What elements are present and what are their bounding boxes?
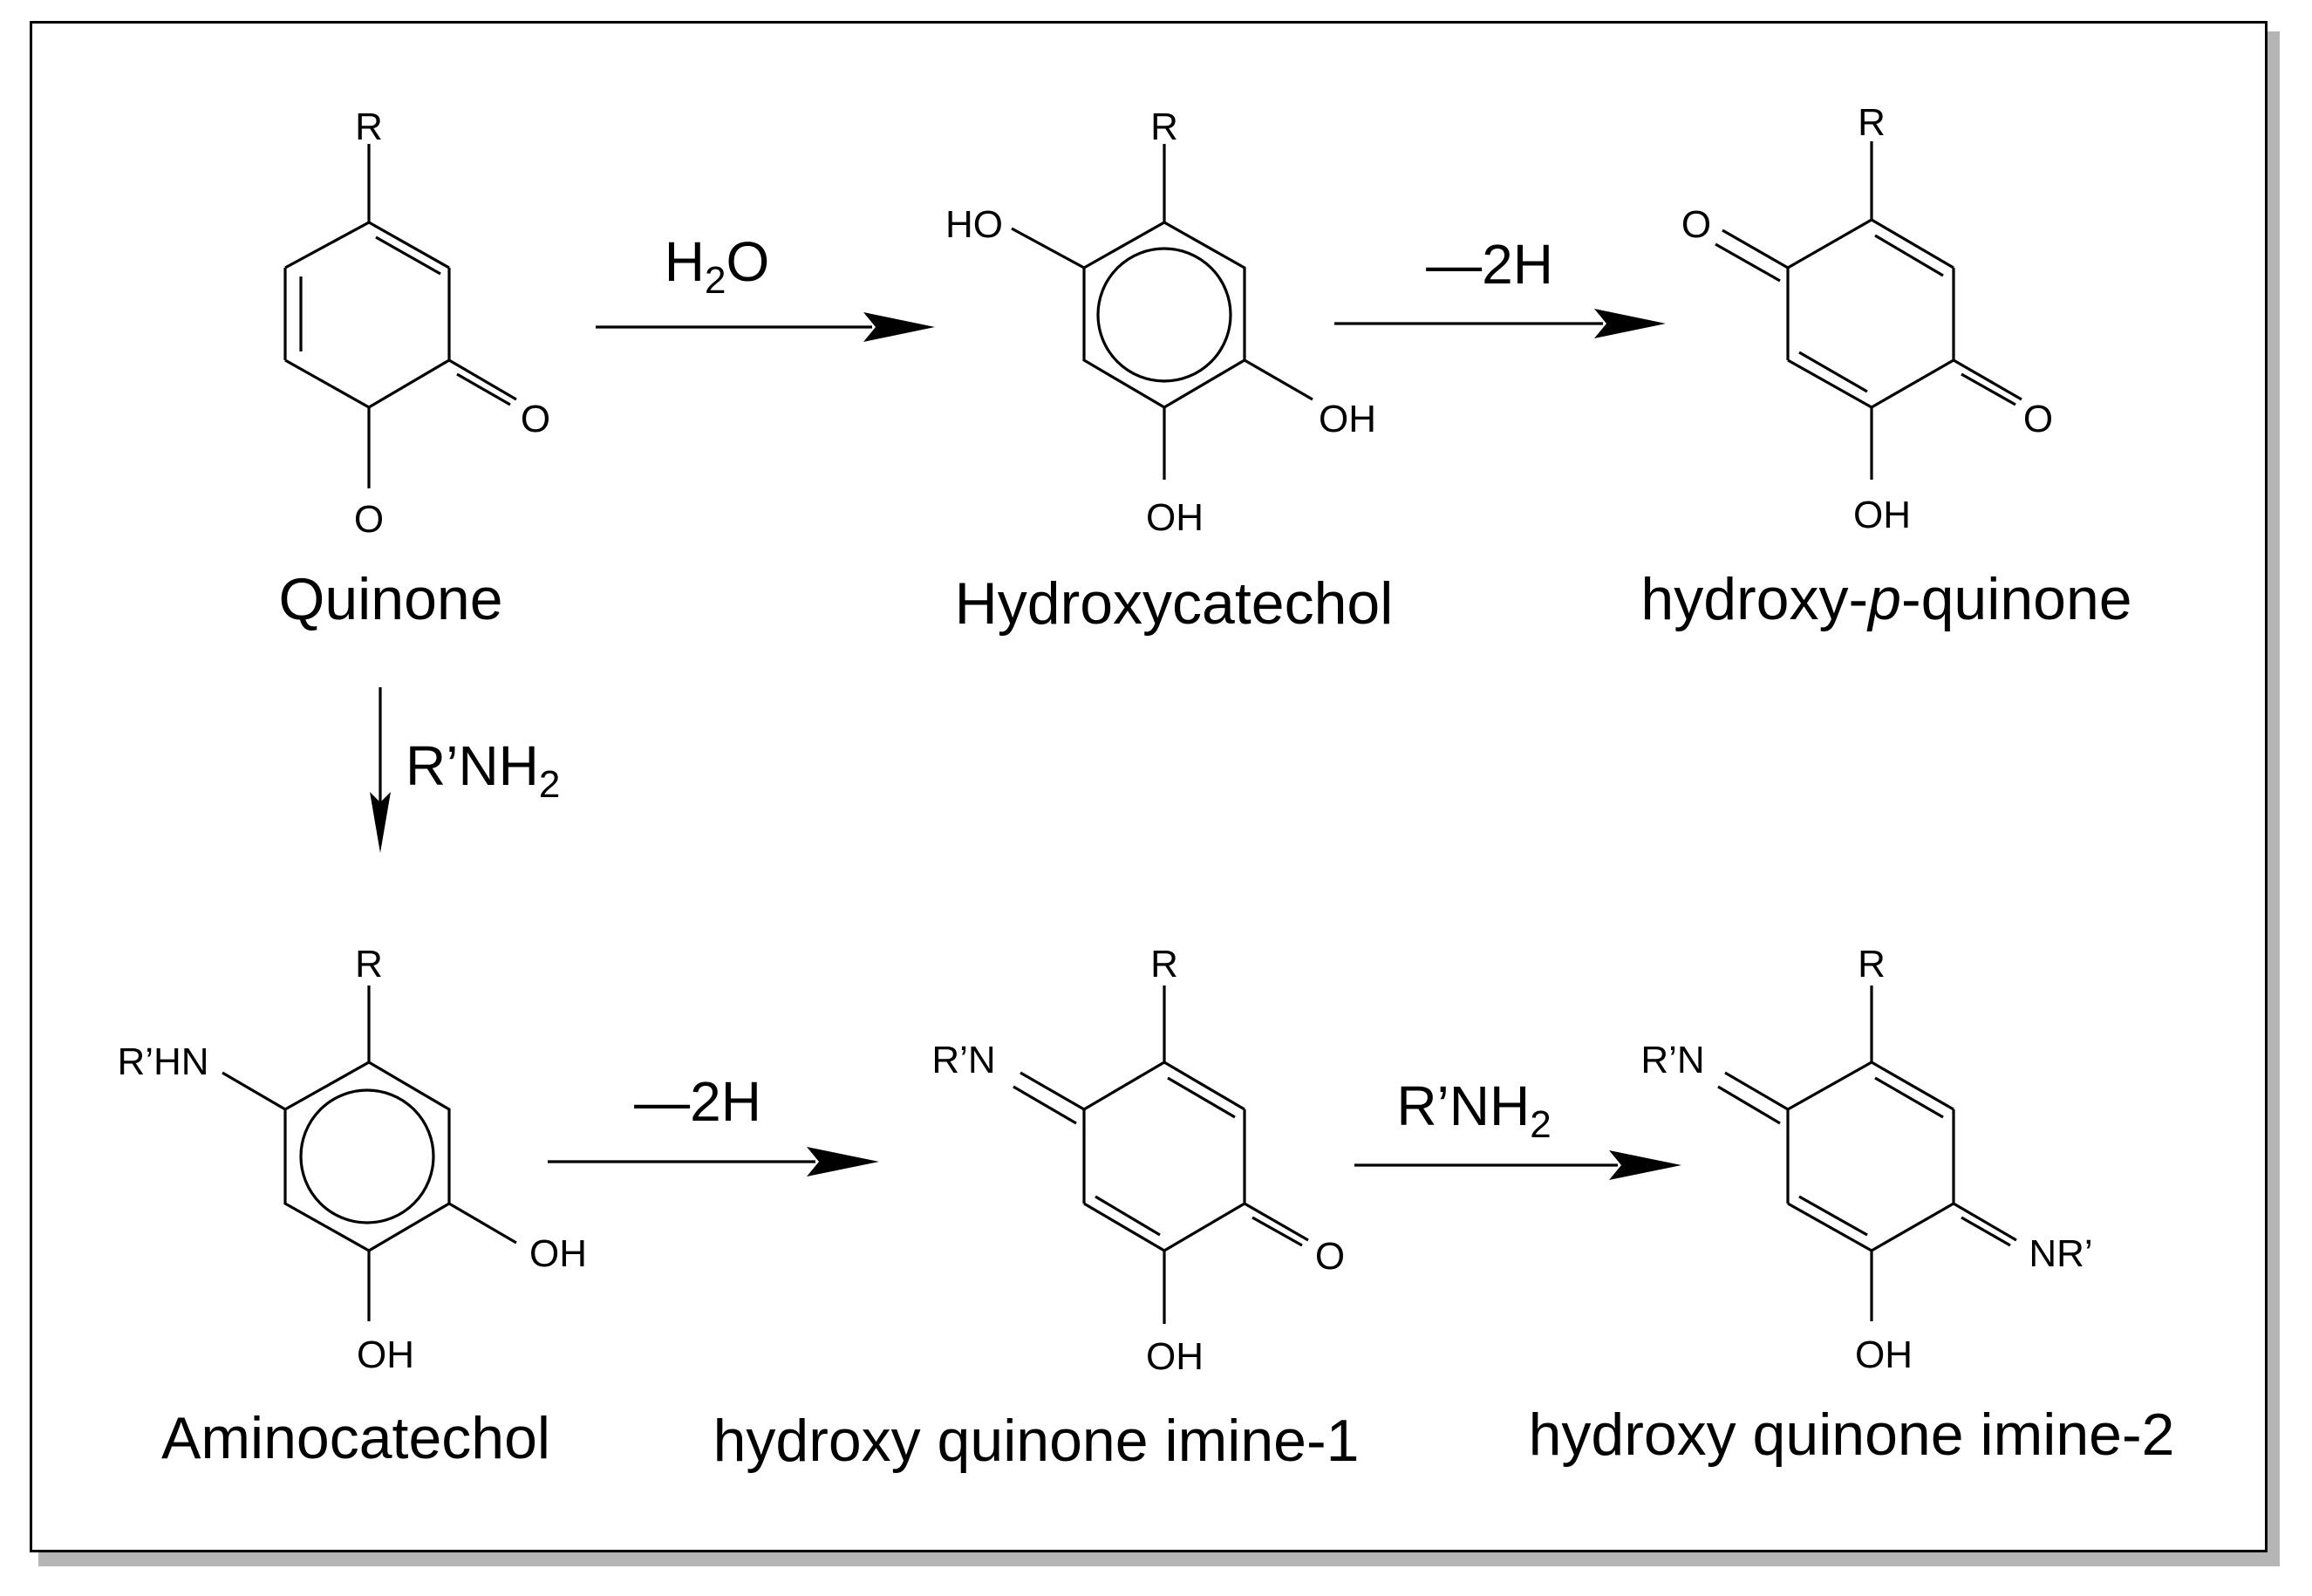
ring-bond [1787, 218, 1872, 269]
atom-n: R’N [931, 1039, 995, 1081]
arrow-oxidation-bottom [548, 1147, 879, 1177]
ring-bond [1083, 1061, 1165, 1111]
atom-r: R [1858, 101, 1886, 144]
ho-bond [1011, 227, 1085, 269]
nh-bond [222, 1071, 286, 1111]
ring-double-bond [1798, 351, 1868, 393]
carbonyl-bond [1953, 358, 2022, 401]
compound-name-hydroxy-quinone-imine-2: hydroxy quinone imine-2 [1529, 1402, 2175, 1468]
reagent-hydration: H2O [665, 230, 769, 302]
ring-bond [1163, 1202, 1245, 1252]
ring-double-bond [1167, 1076, 1236, 1119]
atom-o: O [1681, 203, 1711, 246]
imine-bond [1724, 1071, 1789, 1111]
diagram-frame [30, 21, 2268, 1552]
compound-name-quinone: Quinone [278, 566, 502, 632]
aminocatechol-structure: R R’HN OH OH [117, 943, 587, 1376]
atom-o: O [1315, 1235, 1345, 1278]
hydroxy-p-quinone-structure: R O O OH [1681, 101, 2053, 536]
oh-bond [448, 1202, 517, 1245]
atom-n: R’N [1640, 1039, 1704, 1081]
atom-o: O [354, 498, 384, 541]
ring-bond [1871, 358, 1954, 409]
arrow-oxidation-top [1334, 309, 1666, 338]
ring-double-bond [375, 235, 441, 276]
carbonyl-bond [448, 358, 517, 401]
atom-oh: OH [1855, 1333, 1913, 1376]
ring-bond [1871, 1061, 1954, 1111]
imine-double-bond [1961, 1216, 2011, 1247]
oh-bond [1244, 358, 1313, 401]
carbonyl-bond [1244, 1202, 1309, 1242]
carbonyl-double-bond [456, 372, 511, 406]
atom-nh: R’HN [117, 1040, 208, 1083]
compound-name-hydroxycatechol: Hydroxycatechol [955, 570, 1394, 637]
compound-name-hydroxy-quinone-imine-1: hydroxy quinone imine-1 [713, 1408, 1360, 1474]
atom-r: R [355, 943, 383, 986]
compound-name-aminocatechol: Aminocatechol [161, 1405, 550, 1471]
ring-bond [1163, 1061, 1245, 1111]
imine-bond [1020, 1071, 1085, 1111]
hydroxycatechol-structure: R HO OH OH [945, 106, 1376, 539]
imine-double-bond [1717, 1085, 1781, 1125]
carbonyl-double-bond [1961, 372, 2016, 406]
ring-bond [284, 358, 370, 409]
compound-name-hydroxy-p-quinone: hydroxy-p-quinone [1640, 566, 2131, 632]
arrow-hydration [596, 312, 935, 342]
ring-bond [284, 221, 370, 269]
carbonyl-bond [1722, 228, 1789, 269]
ring-bond [1787, 358, 1872, 409]
arrow-amination [370, 687, 391, 853]
ring-bond [1787, 1061, 1872, 1111]
ring-bond [1787, 1202, 1872, 1252]
ring-double-bond [1798, 1195, 1868, 1237]
ring-bond [368, 221, 450, 269]
atom-oh: OH [357, 1333, 414, 1376]
carbonyl-double-bond [1251, 1216, 1303, 1247]
atom-r: R [1150, 106, 1178, 148]
arrow-amination-second [1354, 1150, 1681, 1180]
atom-r: R [1858, 943, 1886, 986]
atom-oh: OH [1146, 496, 1204, 539]
atom-n: NR’ [2029, 1232, 2092, 1275]
reagent-amination: R’NH2 [406, 734, 560, 806]
atom-r: R [355, 106, 383, 148]
ring-bond [368, 358, 450, 409]
imine-bond [1953, 1202, 2017, 1242]
ring-bond [1083, 1202, 1165, 1252]
atom-oh: OH [1319, 398, 1376, 440]
benzene-ring [1082, 221, 1246, 409]
aromatic-circle [299, 1088, 435, 1224]
atom-oh: OH [1146, 1335, 1204, 1378]
atom-oh: OH [529, 1232, 587, 1275]
ring-double-bond [1874, 1076, 1944, 1119]
ring-bond [1871, 1202, 1954, 1252]
reagent-oxidation-top: —2H [1426, 233, 1553, 296]
imine-double-bond [1013, 1085, 1077, 1125]
carbonyl-double-bond [1715, 242, 1781, 283]
atom-o: O [2023, 398, 2053, 440]
hydroxy-quinone-imine-2-structure: R R’N NR’ OH [1640, 943, 2092, 1376]
atom-r: R [1150, 943, 1178, 986]
ring-double-bond [1874, 234, 1944, 277]
atom-o: O [521, 398, 550, 440]
quinone-structure: R O O [283, 106, 550, 541]
atom-ho: HO [945, 203, 1003, 246]
reagent-amination-second: R’NH2 [1396, 1074, 1551, 1146]
reagent-oxidation-bottom: —2H [634, 1070, 761, 1133]
ring-double-bond [1095, 1195, 1161, 1237]
hydroxy-quinone-imine-1-structure: R R’N O OH [931, 943, 1345, 1378]
ring-bond [1871, 218, 1954, 269]
aromatic-circle [1096, 247, 1232, 383]
atom-oh: OH [1853, 494, 1911, 536]
